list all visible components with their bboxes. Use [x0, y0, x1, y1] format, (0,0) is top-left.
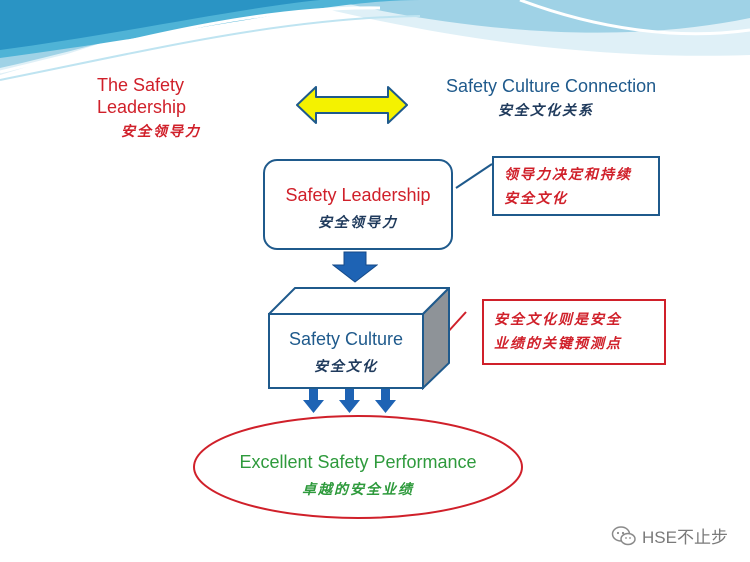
culture-note-line1: 安全文化则是安全 — [494, 312, 622, 328]
left-heading-line2: Leadership — [97, 97, 187, 117]
leadership-note-box: 领导力决定和持续 安全文化 — [492, 156, 660, 216]
leadership-box-cn: 安全领导力 — [318, 215, 398, 231]
right-heading: Safety Culture Connection 安全文化关系 — [446, 75, 656, 122]
down-arrow-icon-3 — [375, 389, 396, 413]
left-heading-cn: 安全领导力 — [121, 124, 201, 140]
watermark: HSE不止步 — [611, 523, 728, 548]
culture-box-3d — [268, 287, 450, 390]
right-heading-cn: 安全文化关系 — [498, 103, 594, 119]
culture-box-cn: 安全文化 — [314, 359, 378, 375]
wechat-icon — [611, 525, 636, 545]
performance-ellipse — [193, 415, 523, 519]
leadership-box-en: Safety Leadership — [285, 185, 431, 205]
right-heading-en: Safety Culture Connection — [446, 76, 657, 96]
leadership-box: Safety Leadership 安全领导力 — [263, 159, 453, 250]
left-heading-line1: The Safety — [97, 75, 185, 95]
leadership-note-line1: 领导力决定和持续 — [504, 167, 632, 183]
culture-box-en: Safety Culture — [288, 329, 404, 349]
culture-box-label: Safety Culture 安全文化 — [269, 329, 423, 376]
small-down-arrows — [303, 389, 396, 413]
watermark-text: HSE不止步 — [642, 528, 728, 547]
leadership-note-line2: 安全文化 — [504, 191, 568, 207]
culture-note-box: 安全文化则是安全 业绩的关键预测点 — [482, 299, 666, 365]
left-heading: The Safety Leadership 安全领导力 — [97, 74, 201, 143]
double-arrow-icon — [296, 86, 408, 124]
performance-label: Excellent Safety Performance 卓越的安全业绩 — [192, 452, 524, 499]
performance-en: Excellent Safety Performance — [239, 452, 477, 472]
background-waves — [0, 0, 750, 81]
performance-cn: 卓越的安全业绩 — [302, 482, 414, 498]
culture-note-line2: 业绩的关键预测点 — [494, 336, 622, 352]
down-arrow-icon — [332, 251, 378, 283]
down-arrow-icon-1 — [303, 389, 324, 413]
down-arrow-icon-2 — [339, 389, 360, 413]
